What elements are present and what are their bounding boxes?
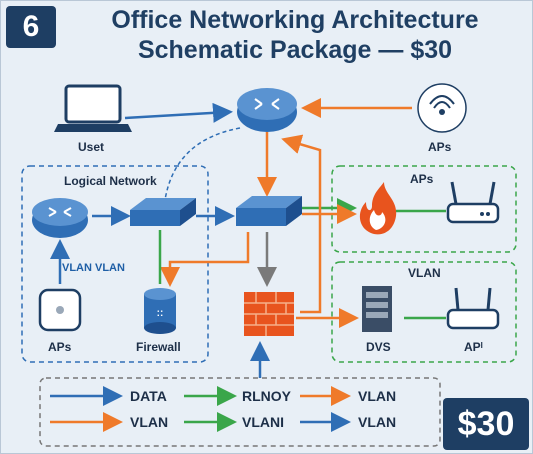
router-icon <box>237 88 297 132</box>
legend-box <box>39 377 441 447</box>
wireless-ap-icon <box>417 83 467 133</box>
database-icon: :: <box>144 288 176 334</box>
label-firewall: Firewall <box>136 340 181 354</box>
core-switch-icon <box>236 196 302 226</box>
legend-label-1-3: VLAN <box>358 388 397 404</box>
legend-label-1-2: RLNOY <box>242 388 291 404</box>
label-user: Uset <box>78 140 105 154</box>
router-icon-left <box>32 198 88 238</box>
link-user-router <box>124 102 233 123</box>
svg-text:::: :: <box>157 308 164 319</box>
label-logical-network: Logical Network <box>64 174 157 188</box>
label-aps-top: APs <box>428 140 452 154</box>
legend-label-1-1: DATA <box>130 388 167 404</box>
legend-label-2-2: VLANI <box>242 414 284 430</box>
title-line-2: Schematic Package — $30 <box>137 36 453 64</box>
label-aps-left: APs <box>48 340 72 354</box>
label-aps-right: APs <box>410 172 434 186</box>
legend-label-2-3: VLAN <box>358 414 397 430</box>
title-line-1: Office Networking Architecture <box>111 6 479 34</box>
link-firewall-router <box>281 134 322 314</box>
label-ap: APᴵ <box>464 340 483 354</box>
server-icon <box>362 286 392 332</box>
wifi-router-icon-2 <box>446 287 500 330</box>
link-router-switch-dashed <box>164 127 241 201</box>
link-core-db <box>160 232 250 287</box>
switch-icon <box>130 198 196 226</box>
price-badge: $30 <box>443 398 529 450</box>
laptop-icon <box>54 84 132 132</box>
brick-firewall-icon <box>244 292 294 336</box>
access-point-icon <box>38 288 82 332</box>
wifi-router-icon <box>446 181 500 224</box>
label-vlan-vlan: VLAN VLAN <box>62 262 125 274</box>
label-dvs: DVS <box>366 340 391 354</box>
logical-network-box <box>21 165 209 363</box>
vlan-group-box <box>331 261 517 363</box>
label-vlan-right: VLAN <box>408 266 441 280</box>
number-badge: 6 <box>6 6 56 48</box>
diagram-title: Office Networking Architecture Schematic… <box>70 5 520 65</box>
legend-label-2-1: VLAN <box>130 414 169 430</box>
fire-icon <box>359 182 397 235</box>
